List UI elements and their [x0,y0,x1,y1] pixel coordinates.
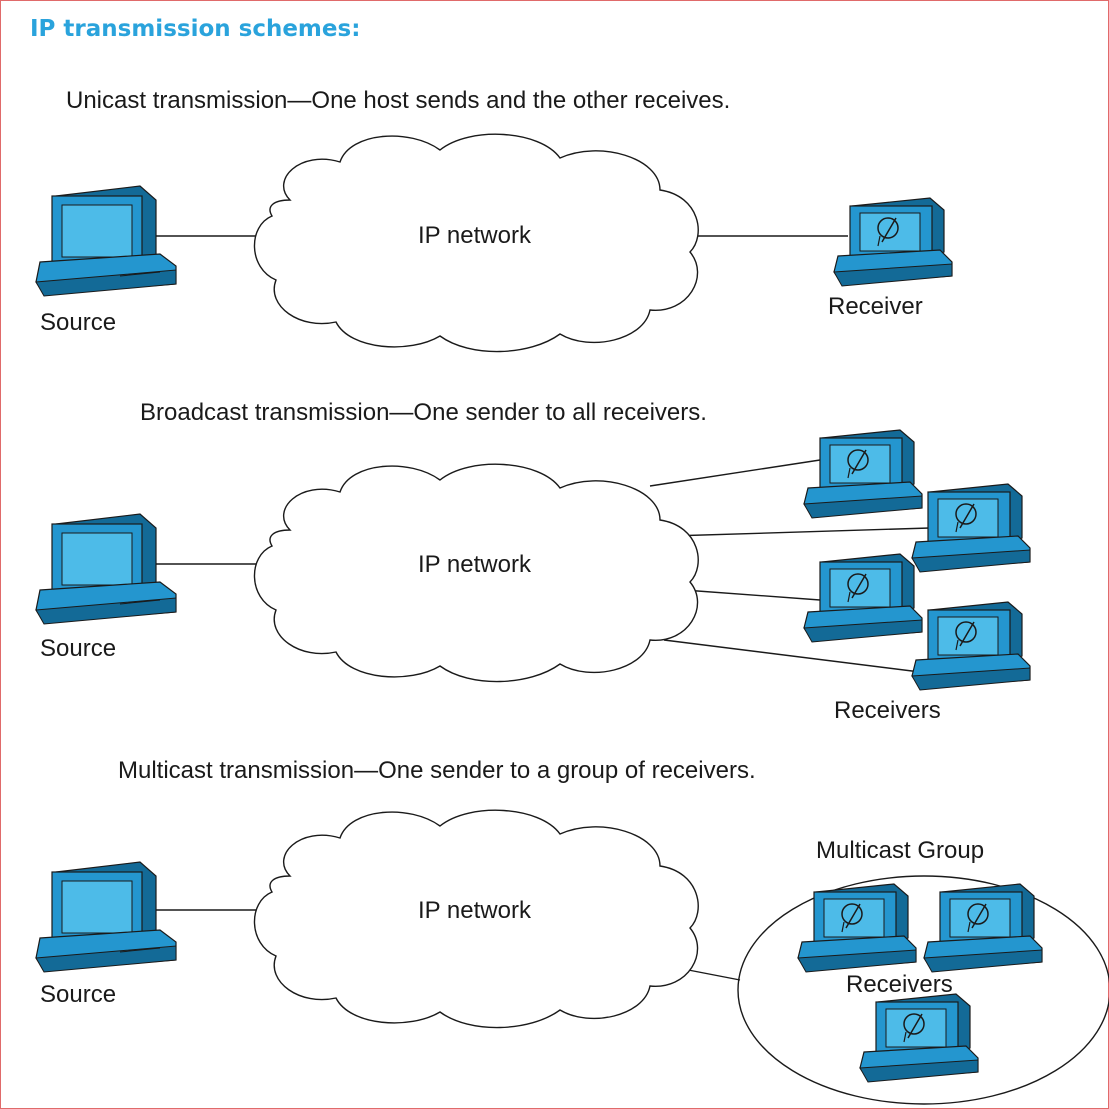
unicast-section: Unicast transmission—One host sends and … [35,87,953,353]
receiver-link [669,527,931,537]
receiver-computer-icon [859,993,979,1083]
receivers-label: Receivers [846,971,953,998]
receivers-label: Receivers [834,697,941,724]
broadcast-caption: Broadcast transmission—One sender to all… [140,399,707,426]
receiver-link [683,589,821,601]
source-computer-icon [35,861,177,973]
network-label: IP network [418,897,532,924]
network-label: IP network [418,222,532,249]
unicast-caption: Unicast transmission—One host sends and … [66,87,730,114]
multicast-group-ellipse [737,875,1109,1105]
multicast-caption: Multicast transmission—One sender to a g… [118,757,756,784]
receiver-computer-icon [923,883,1043,973]
receiver-link [649,459,821,487]
page-title: IP transmission schemes: [30,16,361,42]
source-computer-icon [35,185,177,297]
source-label: Source [40,309,116,336]
receiver-link [663,639,921,673]
receiver-label: Receiver [828,293,923,320]
network-label: IP network [418,551,532,578]
multicast-section: Multicast transmission—One sender to a g… [35,757,1109,1105]
multicast-group-label: Multicast Group [816,837,984,864]
source-label: Source [40,635,116,662]
source-computer-icon [35,513,177,625]
receiver-computer-icon [803,429,923,519]
receiver-computer-icon [911,483,1031,573]
receiver-computer-icon [797,883,917,973]
receiver-computer-icon [833,197,953,287]
broadcast-section: Broadcast transmission—One sender to all… [35,399,1031,724]
receiver-computer-icon [911,601,1031,691]
source-label: Source [40,981,116,1008]
receiver-computer-icon [803,553,923,643]
